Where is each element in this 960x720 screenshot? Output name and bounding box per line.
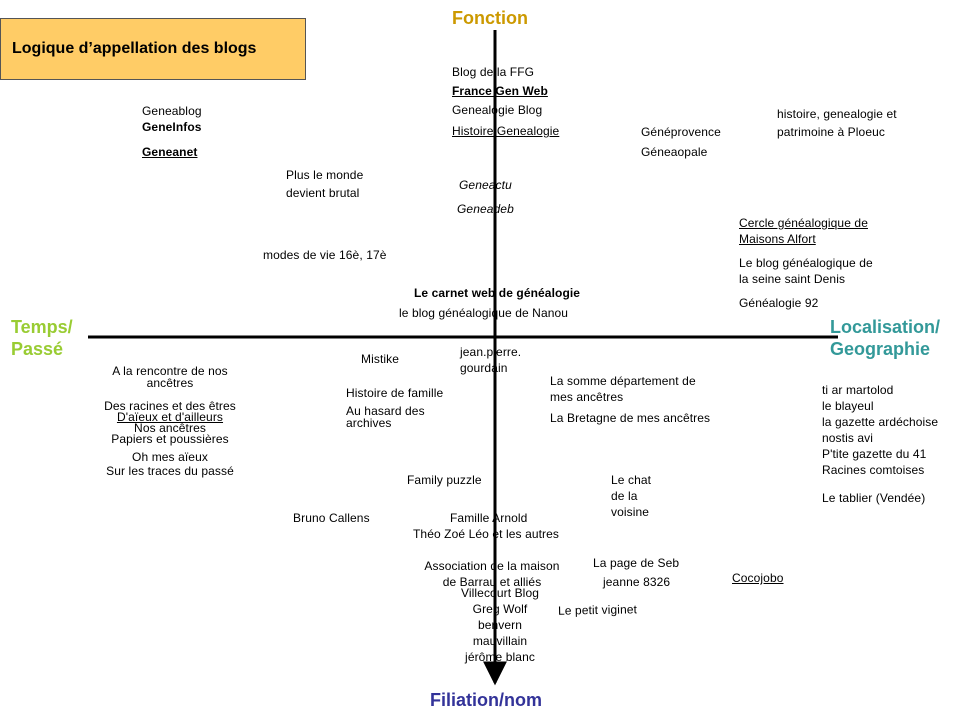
axis-label-left: Temps/Passé	[11, 317, 73, 359]
blog-mistike: Mistike	[361, 352, 400, 366]
blog-geneanet: Geneanet	[142, 145, 198, 159]
blog-cocojobo: Cocojobo	[732, 571, 784, 585]
diagram-title-box: Logique d’appellation des blogs	[0, 18, 306, 80]
diagram-title: Logique d’appellation des blogs	[12, 40, 257, 57]
blog-histoire-genealogie: Histoire Genealogie	[452, 124, 560, 138]
blog-geneaopale: Géneaopale	[641, 145, 708, 159]
blog-page-de-seb: La page de Seb	[593, 556, 680, 570]
blog-famille-arnold: Famille Arnold	[450, 511, 528, 525]
blog-geneprovence: Généprovence	[641, 125, 721, 139]
blog-racines-et-etres: Des racines et des êtres	[104, 399, 236, 413]
blog-nanou: le blog généalogique de Nanou	[399, 306, 569, 320]
axis-label-right: Localisation/Geographie	[830, 317, 941, 359]
blog-theo-zoe-leo: Théo Zoé Léo et les autres	[413, 527, 560, 541]
blog-modes-de-vie: modes de vie 16è, 17è	[263, 248, 387, 262]
blog-bruno-callens: Bruno Callens	[293, 511, 370, 525]
blog-geneactu: Geneactu	[459, 178, 512, 192]
blog-genealogie-blog: Genealogie Blog	[452, 103, 543, 117]
blog-nos-ancetres: Nos ancêtres	[134, 421, 206, 435]
blog-tablier-vendee: Le tablier (Vendée)	[822, 491, 926, 505]
blog-histoire-famille: Histoire de famille	[346, 386, 444, 400]
blog-genealogie-92: Généalogie 92	[739, 296, 819, 310]
blog-papiers-poussieres: Papiers et poussières	[111, 432, 229, 446]
blog-carnet-web: Le carnet web de généalogie	[414, 286, 581, 300]
blog-geneablog: Geneablog	[142, 104, 202, 118]
blog-ffg: Blog de la FFG	[452, 65, 535, 79]
blog-bottom-list: Villecourt Blog Greg Wolf benvern mauvil…	[461, 586, 539, 664]
blog-jeanne-8326: jeanne 8326	[603, 575, 671, 589]
blog-traces-passe: Sur les traces du passé	[106, 464, 234, 478]
blog-france-gen-web: France Gen Web	[452, 84, 548, 98]
blog-geneadeb: Geneadeb	[457, 202, 514, 216]
blog-daieux-ailleurs: D'aïeux et d'ailleurs	[116, 410, 224, 424]
blog-oh-mes-aieux: Oh mes aïeux	[132, 450, 208, 464]
blog-right-list: ti ar martolod le blayeul la gazette ard…	[822, 383, 939, 477]
blog-bretagne: La Bretagne de mes ancêtres	[550, 411, 711, 425]
blog-petit-viginet: Le petit viginet	[557, 602, 638, 618]
blog-family-puzzle: Family puzzle	[407, 473, 482, 487]
blog-jean-pierre-gourdain: jean.pierre.gourdain	[460, 345, 522, 375]
axis-label-bottom: Filiation/nom	[430, 690, 542, 710]
blog-geneinfos: GeneInfos	[142, 120, 202, 134]
axis-label-top: Fonction	[452, 8, 528, 28]
